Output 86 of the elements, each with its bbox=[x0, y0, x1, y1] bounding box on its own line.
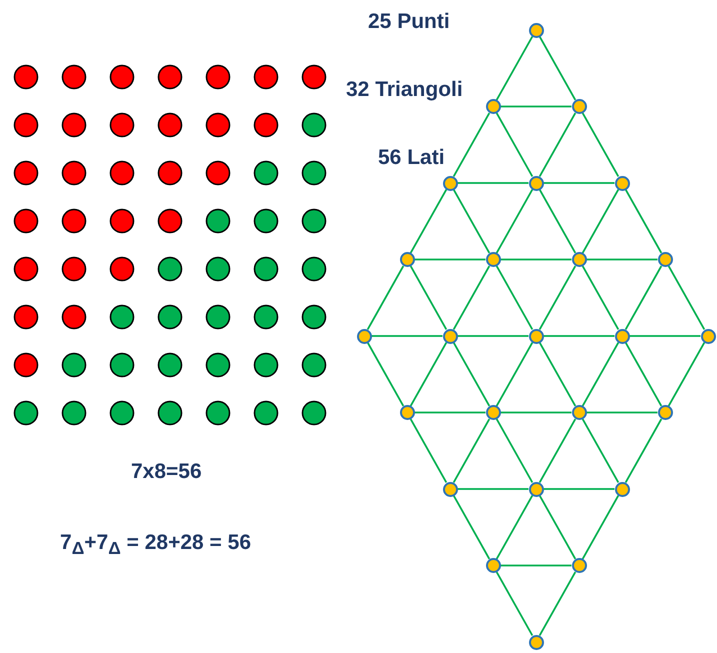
sum-formula: 7$_{Δ}$+7$_{Δ}$ = 28+28 = 56 bbox=[60, 531, 252, 558]
lattice-line bbox=[582, 266, 620, 330]
lattice-line bbox=[668, 266, 706, 330]
lattice-line bbox=[458, 335, 528, 337]
lattice-line bbox=[582, 112, 620, 177]
lattice-line bbox=[544, 488, 614, 490]
side-count: 56 Lati bbox=[378, 146, 445, 170]
lattice-line bbox=[668, 342, 706, 406]
lattice-line bbox=[496, 342, 534, 406]
lattice-line bbox=[414, 412, 486, 414]
point-count: 25 Punti bbox=[368, 10, 450, 34]
lattice-line bbox=[538, 266, 576, 330]
lattice-line bbox=[582, 495, 620, 560]
lattice-line bbox=[538, 495, 576, 560]
lattice-line bbox=[452, 342, 490, 406]
lattice-line bbox=[452, 495, 490, 560]
triangle-count: 32 Triangoli bbox=[346, 78, 463, 102]
lattice-line bbox=[410, 266, 448, 330]
lattice-line bbox=[624, 189, 662, 254]
lattice-point bbox=[658, 405, 672, 420]
lattice-point bbox=[528, 328, 544, 344]
lattice-line bbox=[544, 335, 614, 337]
lattice-line bbox=[452, 418, 490, 483]
lattice-line bbox=[496, 495, 534, 560]
lattice-line bbox=[624, 342, 662, 406]
lattice-line bbox=[538, 418, 576, 483]
lattice-line bbox=[496, 418, 534, 483]
lattice-line bbox=[458, 182, 528, 184]
lattice-line bbox=[538, 112, 576, 177]
lattice-point bbox=[614, 328, 630, 344]
lattice-line bbox=[452, 112, 490, 177]
lattice-line bbox=[538, 572, 576, 636]
lattice-line bbox=[500, 412, 572, 414]
lattice-line bbox=[582, 342, 620, 406]
lattice-line bbox=[496, 572, 534, 636]
lattice-line bbox=[452, 189, 490, 254]
lattice-point bbox=[400, 405, 414, 420]
lattice-line bbox=[496, 36, 534, 100]
lattice-line bbox=[366, 342, 404, 406]
lattice-line bbox=[500, 564, 572, 566]
lattice-line bbox=[538, 342, 576, 406]
lattice-line bbox=[496, 189, 534, 254]
lattice-line bbox=[500, 106, 572, 108]
lattice-line bbox=[624, 418, 662, 483]
lattice-line bbox=[582, 189, 620, 254]
lattice-line bbox=[544, 182, 614, 184]
lattice-line bbox=[372, 335, 442, 337]
lattice-point bbox=[486, 99, 500, 114]
lattice-point bbox=[486, 558, 500, 573]
lattice-line bbox=[414, 258, 486, 260]
lattice-point bbox=[572, 99, 586, 114]
lattice-point bbox=[442, 176, 458, 190]
lattice-point bbox=[528, 482, 544, 496]
lattice-line bbox=[586, 258, 658, 260]
lattice-line bbox=[630, 335, 700, 337]
lattice-point bbox=[486, 405, 500, 420]
lattice-point bbox=[486, 252, 500, 267]
lattice-point bbox=[442, 328, 458, 344]
lattice-point bbox=[528, 634, 544, 650]
lattice-point bbox=[528, 176, 544, 190]
lattice-line bbox=[624, 266, 662, 330]
product-formula: 7x8=56 bbox=[131, 460, 202, 484]
lattice-point bbox=[356, 328, 372, 344]
lattice-line bbox=[496, 112, 534, 177]
lattice-point bbox=[442, 482, 458, 496]
lattice-line bbox=[586, 412, 658, 414]
lattice-point bbox=[658, 252, 672, 267]
lattice-line bbox=[410, 342, 448, 406]
lattice-point bbox=[700, 328, 716, 344]
lattice-line bbox=[458, 488, 528, 490]
lattice-line bbox=[452, 266, 490, 330]
lattice-line bbox=[538, 189, 576, 254]
lattice-line bbox=[500, 258, 572, 260]
lattice-line bbox=[366, 266, 404, 330]
lattice-point bbox=[572, 252, 586, 267]
lattice-point bbox=[528, 22, 544, 38]
lattice-point bbox=[400, 252, 414, 267]
lattice-line bbox=[410, 418, 448, 483]
lattice-line bbox=[496, 266, 534, 330]
lattice-point bbox=[572, 405, 586, 420]
lattice-line bbox=[582, 418, 620, 483]
lattice-line bbox=[538, 36, 576, 100]
lattice-point bbox=[614, 482, 630, 496]
lattice-line bbox=[410, 189, 448, 254]
lattice-point bbox=[572, 558, 586, 573]
lattice-point bbox=[614, 176, 630, 190]
